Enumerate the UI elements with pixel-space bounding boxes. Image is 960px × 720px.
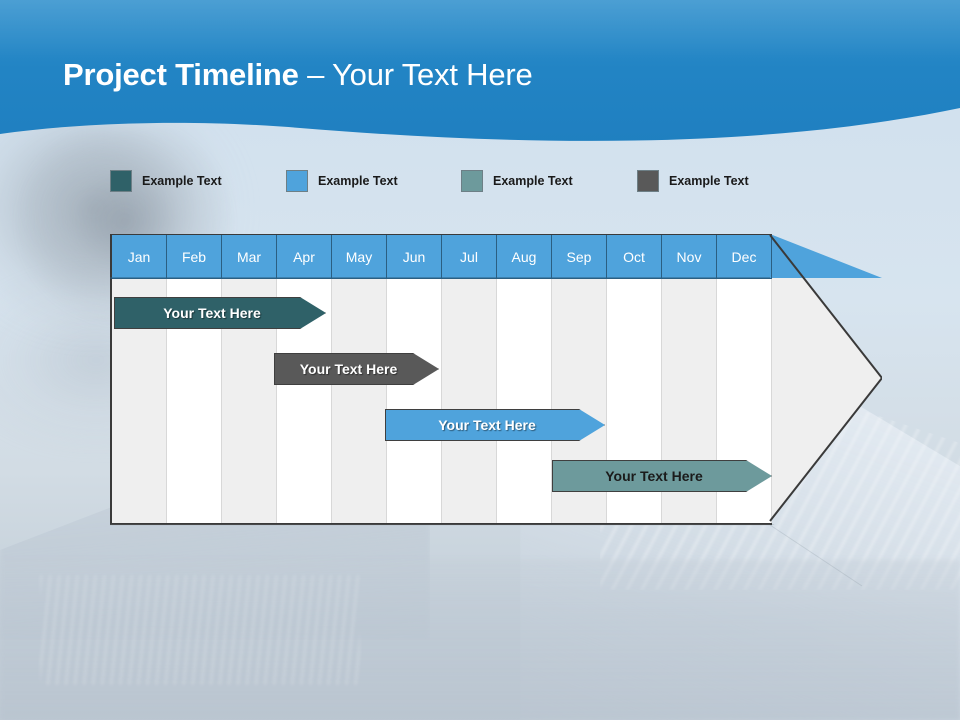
- month-cell-aug: [497, 279, 552, 523]
- month-cell-nov: [662, 279, 717, 523]
- month-cell-oct: [607, 279, 662, 523]
- month-header-feb[interactable]: Feb: [167, 235, 222, 279]
- month-cell-jun: [387, 279, 442, 523]
- timeline-column-aug: Aug: [497, 235, 552, 523]
- legend-swatch-icon-4: [637, 170, 659, 192]
- task-bar-3[interactable]: Your Text Here: [385, 409, 605, 441]
- title-banner: [0, 0, 960, 146]
- task-bar-label-4: Your Text Here: [605, 468, 703, 484]
- month-header-dec[interactable]: Dec: [717, 235, 772, 279]
- task-bar-2[interactable]: Your Text Here: [274, 353, 439, 385]
- legend-item-4[interactable]: Example Text: [637, 170, 749, 192]
- legend-label-2: Example Text: [318, 174, 398, 188]
- task-bar-label-1: Your Text Here: [163, 305, 261, 321]
- task-bar-4[interactable]: Your Text Here: [552, 460, 772, 492]
- timeline-column-mar: Mar: [222, 235, 277, 523]
- page-title: Project Timeline – Your Text Here: [63, 57, 533, 93]
- month-cell-jul: [442, 279, 497, 523]
- month-header-aug[interactable]: Aug: [497, 235, 552, 279]
- timeline-column-jan: Jan: [112, 235, 167, 523]
- month-header-apr[interactable]: Apr: [277, 235, 332, 279]
- month-cell-apr: [277, 279, 332, 523]
- month-header-nov[interactable]: Nov: [662, 235, 717, 279]
- title-light-part: Your Text Here: [332, 57, 533, 92]
- task-bar-label-2: Your Text Here: [299, 361, 398, 377]
- month-cell-feb: [167, 279, 222, 523]
- month-header-sep[interactable]: Sep: [552, 235, 607, 279]
- month-header-may[interactable]: May: [332, 235, 387, 279]
- background-ground-texture: [40, 575, 360, 685]
- timeline-column-feb: Feb: [167, 235, 222, 523]
- legend-swatch-icon-1: [110, 170, 132, 192]
- title-bold-part: Project Timeline: [63, 57, 308, 92]
- task-bar-1[interactable]: Your Text Here: [114, 297, 326, 329]
- legend-item-1[interactable]: Example Text: [110, 170, 222, 192]
- title-separator: –: [307, 57, 333, 92]
- legend-label-4: Example Text: [669, 174, 749, 188]
- legend-swatch-icon-2: [286, 170, 308, 192]
- task-bar-label-3: Your Text Here: [438, 417, 536, 433]
- month-header-jun[interactable]: Jun: [387, 235, 442, 279]
- month-header-jul[interactable]: Jul: [442, 235, 497, 279]
- timeline-column-apr: Apr: [277, 235, 332, 523]
- month-header-oct[interactable]: Oct: [607, 235, 662, 279]
- legend-label-3: Example Text: [493, 174, 573, 188]
- legend-label-1: Example Text: [142, 174, 222, 188]
- month-cell-jan: [112, 279, 167, 523]
- timeline-column-jun: Jun: [387, 235, 442, 523]
- background-foreground: [0, 560, 960, 720]
- legend-item-3[interactable]: Example Text: [461, 170, 573, 192]
- legend: Example Text Example Text Example Text E…: [110, 170, 810, 194]
- legend-swatch-icon-3: [461, 170, 483, 192]
- month-header-jan[interactable]: Jan: [112, 235, 167, 279]
- timeline-column-dec: Dec: [717, 235, 772, 523]
- legend-item-2[interactable]: Example Text: [286, 170, 398, 192]
- timeline-column-jul: Jul: [442, 235, 497, 523]
- month-cell-mar: [222, 279, 277, 523]
- month-cell-may: [332, 279, 387, 523]
- month-cell-sep: [552, 279, 607, 523]
- timeline-column-oct: Oct: [607, 235, 662, 523]
- month-header-mar[interactable]: Mar: [222, 235, 277, 279]
